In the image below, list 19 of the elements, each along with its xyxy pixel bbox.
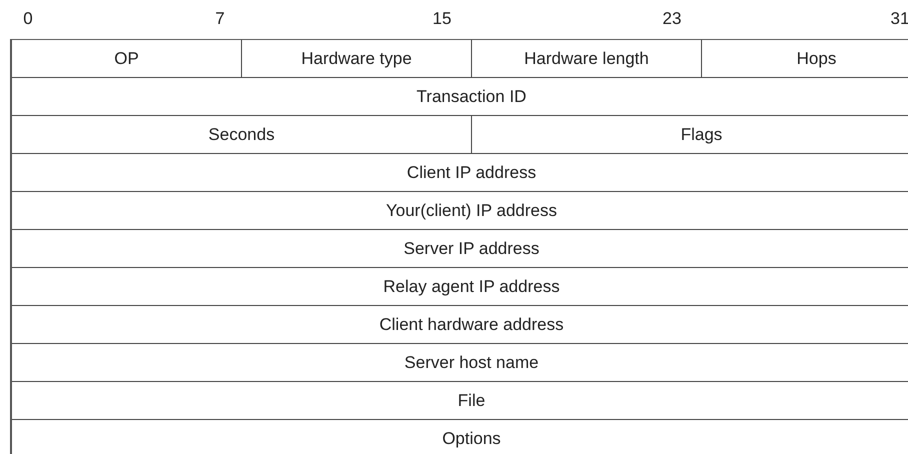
packet-field: OP <box>12 40 242 78</box>
packet-field: Seconds <box>12 116 472 154</box>
packet-field: File <box>12 382 908 420</box>
packet-field: Server host name <box>12 344 908 382</box>
packet-field: Transaction ID <box>12 78 908 116</box>
packet-field: Your(client) IP address <box>12 192 908 230</box>
bit-position-label: 15 <box>432 8 452 30</box>
packet-field: Hardware length <box>472 40 702 78</box>
packet-field: Hops <box>702 40 908 78</box>
bit-position-label: 23 <box>662 8 682 30</box>
bit-position-label: 0 <box>23 8 33 30</box>
bit-position-label: 7 <box>215 8 225 30</box>
packet-field: Options <box>12 420 908 454</box>
packet-field: Hardware type <box>242 40 472 78</box>
packet-field: Flags <box>472 116 908 154</box>
packet-field: Client IP address <box>12 154 908 192</box>
packet-field: Server IP address <box>12 230 908 268</box>
packet-field: Client hardware address <box>12 306 908 344</box>
packet-field: Relay agent IP address <box>12 268 908 306</box>
